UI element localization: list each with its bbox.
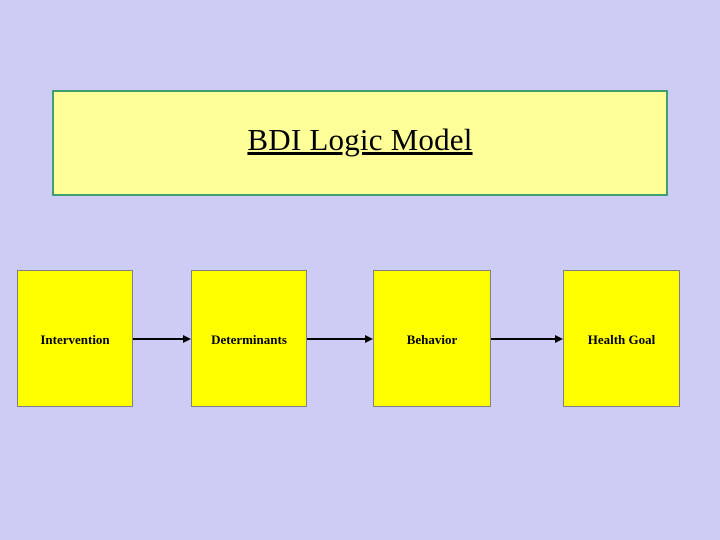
arrow-shaft [491,338,555,340]
arrow-head-icon [365,335,373,343]
node-determinants[interactable]: Determinants [191,270,307,407]
page-title: BDI Logic Model [247,122,473,157]
arrow-head-icon [183,335,191,343]
node-intervention[interactable]: Intervention [17,270,133,407]
node-label: Health Goal [587,332,656,347]
node-health-goal[interactable]: Health Goal [563,270,680,407]
arrow-intervention-to-determinants [133,335,191,343]
arrow-shaft [307,338,365,340]
logic-model-chain: Intervention Determinants Behavior Healt… [0,270,720,407]
arrow-head-icon [555,335,563,343]
node-label: Behavior [406,332,458,347]
arrow-determinants-to-behavior [307,335,373,343]
title-box: BDI Logic Model [52,90,668,196]
node-label: Intervention [40,332,110,347]
node-behavior[interactable]: Behavior [373,270,491,407]
arrow-behavior-to-health-goal [491,335,563,343]
node-label: Determinants [211,332,287,347]
arrow-shaft [133,338,183,340]
